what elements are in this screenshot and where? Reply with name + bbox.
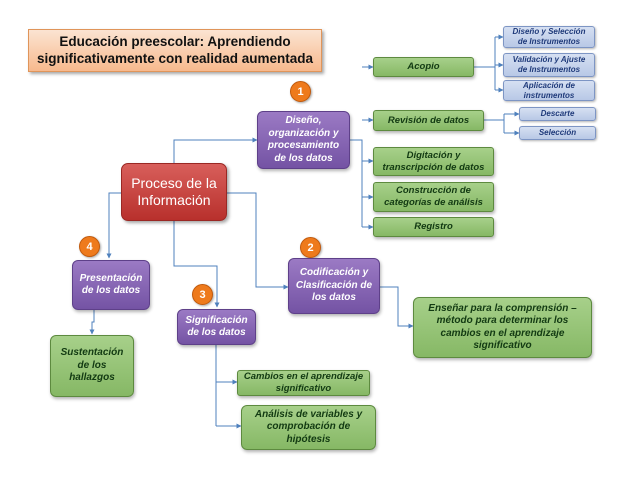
connector-coding-child — [380, 286, 414, 329]
badge-4: 4 — [79, 236, 100, 257]
node-cambios: Cambios en el aprendizaje significativo — [237, 370, 370, 396]
node-analisis: Análisis de variables y comprobación de … — [241, 405, 376, 450]
node-revision: Revisión de datos — [373, 110, 484, 131]
node-presentation-child: Sustentación de los hallazgos — [50, 335, 134, 397]
connector-revision-subs — [484, 114, 505, 133]
badge-1: 1 — [290, 81, 311, 102]
connector-center-coding — [227, 192, 289, 290]
connector-acopio-subs — [474, 37, 496, 90]
connector-center-design — [173, 137, 258, 163]
node-coding-child: Enseñar para la comprensión – método par… — [413, 297, 592, 358]
node-construccion: Construcción de categorías de análisis — [373, 182, 494, 212]
node-registro: Registro — [373, 217, 494, 237]
sub-seleccion: Selección — [519, 126, 596, 140]
connector-design-items — [350, 139, 363, 227]
badge-3: 3 — [192, 284, 213, 305]
connector-center-meaning — [173, 221, 220, 308]
sub-validacion: Validación y Ajuste de Instrumentos — [503, 53, 595, 77]
node-presentation: Presentación de los datos — [72, 260, 150, 310]
sub-diseno: Diseño y Selección de Instrumentos — [503, 26, 595, 48]
connector-presentation-child — [89, 310, 95, 335]
sub-descarte: Descarte — [519, 107, 596, 121]
sub-aplicacion: Aplicación de instrumentos — [503, 80, 595, 101]
node-digitacion: Digitación y transcripción de datos — [373, 147, 494, 176]
node-coding: Codificación y Clasificación de los dato… — [288, 258, 380, 314]
node-meaning: Significación de los datos — [177, 309, 256, 345]
center-node: Proceso de la Información — [121, 163, 227, 221]
node-acopio: Acopio — [373, 57, 474, 77]
node-design: Diseño, organización y procesamiento de … — [257, 111, 350, 169]
badge-2: 2 — [300, 237, 321, 258]
connector-center-presentation — [106, 192, 121, 259]
diagram-title: Educación preescolar: Aprendiendo signif… — [28, 29, 322, 72]
